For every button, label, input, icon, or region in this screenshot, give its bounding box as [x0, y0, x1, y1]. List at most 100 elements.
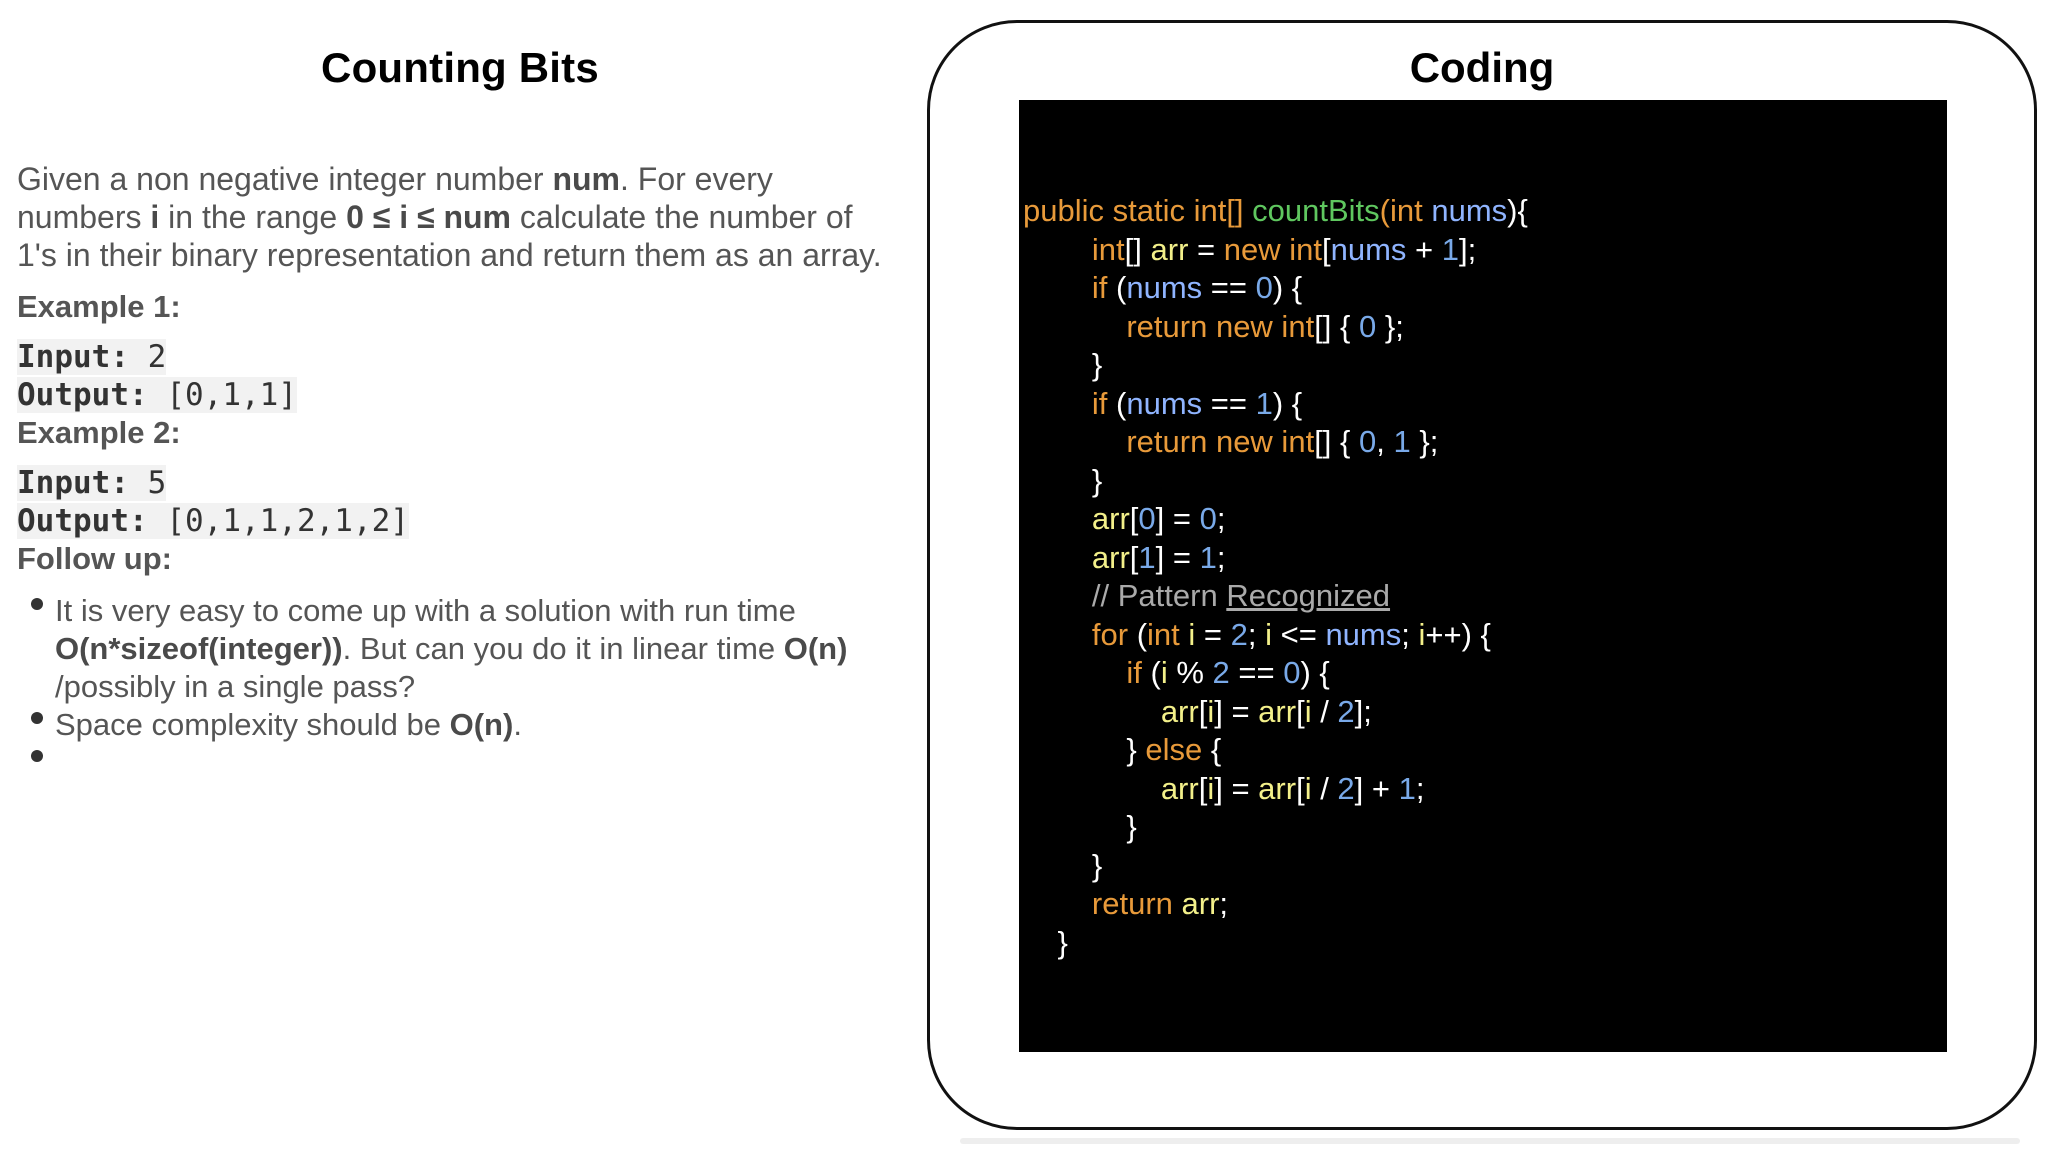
code-token: = [1188, 231, 1224, 267]
code-token: ] = [1214, 693, 1259, 729]
code-token: 1 [1398, 770, 1416, 806]
example-1-input: Input: 2 [17, 339, 167, 375]
frame-shadow [960, 1138, 2020, 1144]
code-token: nums [1126, 270, 1203, 305]
code-token: 2 [1230, 616, 1248, 652]
follow-up-item: It is very easy to come up with a soluti… [17, 592, 855, 706]
code-token: countBits [1252, 193, 1380, 228]
code-token: ) { [1300, 655, 1330, 690]
code-token [1023, 424, 1126, 459]
code-token: i [1418, 616, 1426, 652]
code-token: // Pattern [1091, 578, 1227, 613]
example-2-input: Input: 5 [17, 465, 167, 501]
code-token: nums [1330, 231, 1407, 267]
code-token: / [1311, 693, 1338, 729]
code-token: ] = [1214, 770, 1259, 806]
code-token: for [1091, 616, 1137, 652]
code-token [1023, 578, 1092, 613]
code-token: else [1145, 732, 1211, 767]
code-token: ++) { [1425, 616, 1491, 652]
code-token: == [1229, 655, 1284, 690]
follow-up-list: It is very easy to come up with a soluti… [17, 592, 897, 782]
code-token: [ [1198, 693, 1208, 729]
code-token: ]; [1354, 693, 1372, 729]
code-token: 2 [1212, 655, 1230, 690]
code-token: arr [1091, 539, 1130, 575]
code-token: return [1091, 886, 1182, 921]
code-token: int [1147, 616, 1189, 652]
code-token [1023, 540, 1092, 575]
code-token: new int [1223, 231, 1322, 267]
code-line: arr[i] = arr[i / 2] + 1; [1023, 770, 1528, 809]
code-token: i [1207, 693, 1215, 729]
code-token: if [1091, 385, 1117, 421]
code-token: [ [1296, 770, 1305, 806]
code-token: 1 [1138, 539, 1156, 575]
code-block: public static int[] countBits(int nums){… [1023, 192, 1528, 962]
code-token: if [1091, 270, 1117, 305]
code-token [1023, 309, 1126, 344]
example-1-output: Output: [0,1,1] [17, 377, 297, 413]
code-token: return new int [1126, 424, 1315, 459]
code-token: 0 [1138, 501, 1156, 536]
code-line: arr[0] = 0; [1023, 500, 1528, 539]
code-line: } [1023, 847, 1528, 886]
code-token: arr [1160, 693, 1199, 729]
code-token: } [1023, 462, 1103, 498]
code-token: i [1188, 616, 1196, 652]
code-token: ( [1136, 616, 1148, 652]
code-token: + [1406, 231, 1442, 267]
code-token: ; [1415, 770, 1425, 806]
code-token: arr [1181, 886, 1220, 921]
code-token: return new int [1126, 308, 1315, 344]
code-editor[interactable]: public static int[] countBits(int nums){… [1019, 100, 1947, 1052]
code-token: nums [1126, 385, 1203, 421]
code-token: ] = [1155, 539, 1200, 575]
code-token: 0 [1359, 308, 1377, 344]
code-line: if (i % 2 == 0) { [1023, 654, 1528, 693]
code-token: [ [1129, 501, 1139, 536]
code-token: 1 [1441, 231, 1459, 267]
code-token: } [1023, 347, 1103, 382]
code-token: <= [1272, 616, 1326, 652]
code-line: return new int[] { 0, 1 }; [1023, 423, 1528, 462]
problem-title: Counting Bits [321, 44, 599, 91]
code-token: == [1202, 385, 1256, 421]
code-token: ( [1150, 655, 1161, 690]
code-token: ; [1219, 886, 1229, 921]
code-token [1023, 771, 1161, 806]
code-token: 0 [1199, 501, 1217, 536]
code-token: ( [1116, 385, 1127, 421]
code-token: [ [1296, 693, 1305, 729]
code-token: arr [1160, 770, 1199, 806]
code-token: 0 [1359, 424, 1377, 459]
code-token: = [1195, 616, 1231, 652]
code-line: return new int[] { 0 }; [1023, 308, 1528, 347]
code-token: [] { [1314, 308, 1359, 344]
code-token: arr [1258, 693, 1297, 729]
code-token: ]; [1459, 231, 1477, 267]
code-token: [] { [1314, 424, 1359, 459]
code-token: arr [1150, 231, 1189, 267]
code-token: public static int[] [1023, 193, 1253, 228]
code-token: ] = [1155, 501, 1200, 536]
code-token: / [1311, 770, 1338, 806]
code-line: } [1023, 462, 1528, 501]
code-token: arr [1091, 501, 1130, 536]
code-line: for (int i = 2; i <= nums; i++) { [1023, 616, 1528, 655]
code-line: } [1023, 924, 1528, 963]
code-token: } [1023, 924, 1068, 960]
code-line: arr[1] = 1; [1023, 539, 1528, 578]
code-line: } [1023, 346, 1528, 385]
code-token: ; [1216, 539, 1226, 575]
code-token: [ [1198, 770, 1208, 806]
follow-up-heading: Follow up: [17, 541, 172, 576]
problem-statement: Given a non negative integer number num.… [17, 160, 897, 782]
code-token: 2 [1337, 770, 1355, 806]
follow-up-item-empty [17, 744, 897, 782]
code-line: arr[i] = arr[i / 2]; [1023, 693, 1528, 732]
code-token: 1 [1199, 539, 1217, 575]
code-token: ){ [1507, 193, 1528, 228]
code-token: i [1160, 655, 1168, 690]
code-token: ; [1247, 616, 1266, 652]
